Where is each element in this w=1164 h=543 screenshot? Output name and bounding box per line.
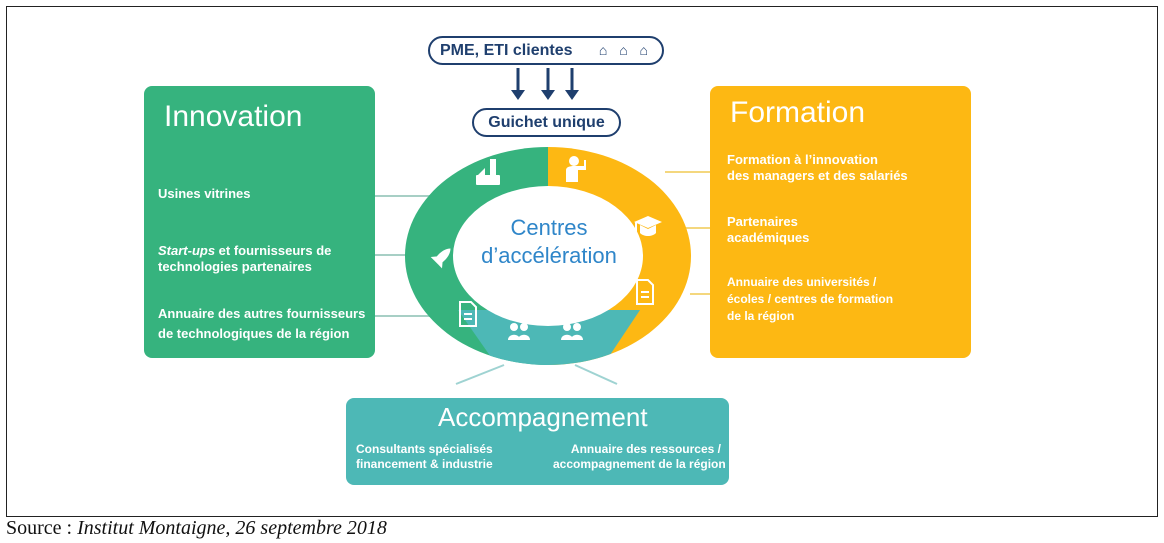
formation-panel: Formation Formation à l’innovation des m…	[710, 86, 971, 358]
source-citation: Institut Montaigne, 26 septembre 2018	[77, 517, 387, 539]
accompagnement-left: Consultants spécialisés financement & in…	[356, 442, 493, 472]
innovation-item-startups-line2: technologies partenaires	[158, 259, 312, 274]
guichet-pill: Guichet unique	[472, 108, 621, 137]
formation-title: Formation	[730, 96, 866, 129]
rocket-icon	[430, 248, 451, 269]
formation-item-1: Formation à l’innovation	[727, 152, 878, 167]
clients-label: PME, ETI clientes	[440, 42, 573, 59]
arrow-head-icon	[511, 90, 525, 100]
formation-item-3-line3: de la région	[727, 309, 795, 323]
innovation-item-startups: Start-ups et fournisseurs de	[158, 243, 331, 259]
figure-frame	[6, 6, 1158, 517]
down-arrows	[511, 68, 579, 100]
formation-item-2: Partenaires	[727, 214, 798, 229]
accompagnement-panel: Accompagnement Consultants spécialisés f…	[346, 398, 729, 485]
accompagnement-right: Annuaire des ressources / accompagnement…	[553, 442, 726, 472]
ring-icons	[430, 156, 662, 340]
people-icon	[508, 323, 530, 340]
accompagnement-right-line1: Annuaire des ressources /	[570, 442, 721, 456]
factory-mini-icons: ⌂ ⌂ ⌂	[598, 42, 652, 58]
innovation-panel: Innovation Usines vitrines Start-ups et …	[144, 86, 375, 358]
startups-term: Start-ups	[158, 243, 216, 258]
accompagnement-left-line2: financement & industrie	[356, 457, 493, 471]
arrow-head-icon	[565, 90, 579, 100]
connector-lines-acc	[455, 364, 618, 385]
accompagnement-title: Accompagnement	[438, 402, 648, 432]
arrow-head-icon	[541, 90, 555, 100]
center-line-2: d’accélération	[481, 243, 617, 268]
document-icon	[459, 301, 477, 327]
connector-lines-formation	[665, 171, 710, 295]
center-line-1: Centres	[510, 215, 588, 240]
factory-icon	[476, 159, 500, 185]
clients-pill: PME, ETI clientes ⌂ ⌂ ⌂	[428, 36, 664, 65]
connector-acc-left	[455, 364, 505, 385]
accompagnement-right-line2: accompagnement de la région	[553, 457, 726, 471]
accompagnement-left-line1: Consultants spécialisés	[356, 442, 493, 456]
teacher-icon	[566, 156, 586, 182]
ring-accompagnement-segment	[458, 310, 640, 365]
connector-acc-right	[574, 364, 618, 385]
startups-rest: et fournisseurs de	[215, 243, 332, 258]
document-icon	[636, 279, 654, 305]
source-caption: Source : Institut Montaigne, 26 septembr…	[6, 517, 387, 540]
people-icon	[561, 323, 583, 340]
formation-item-3-line2: écoles / centres de formation	[727, 292, 894, 306]
source-prefix: Source :	[6, 517, 78, 539]
formation-item-2-line2: académiques	[727, 230, 810, 245]
ring-center	[453, 186, 643, 326]
innovation-item-annuaire-line2: de technologiques de la région	[158, 326, 350, 341]
formation-item-1-line2: des managers et des salariés	[727, 168, 908, 183]
center-label: Centres d’accélération	[476, 214, 622, 270]
innovation-title: Innovation	[164, 100, 303, 133]
formation-item-3: Annuaire des universités /	[727, 275, 877, 289]
graduation-cap-icon	[634, 216, 662, 236]
innovation-item-annuaire: Annuaire des autres fournisseurs	[158, 306, 366, 321]
innovation-item-usines: Usines vitrines	[158, 186, 251, 201]
